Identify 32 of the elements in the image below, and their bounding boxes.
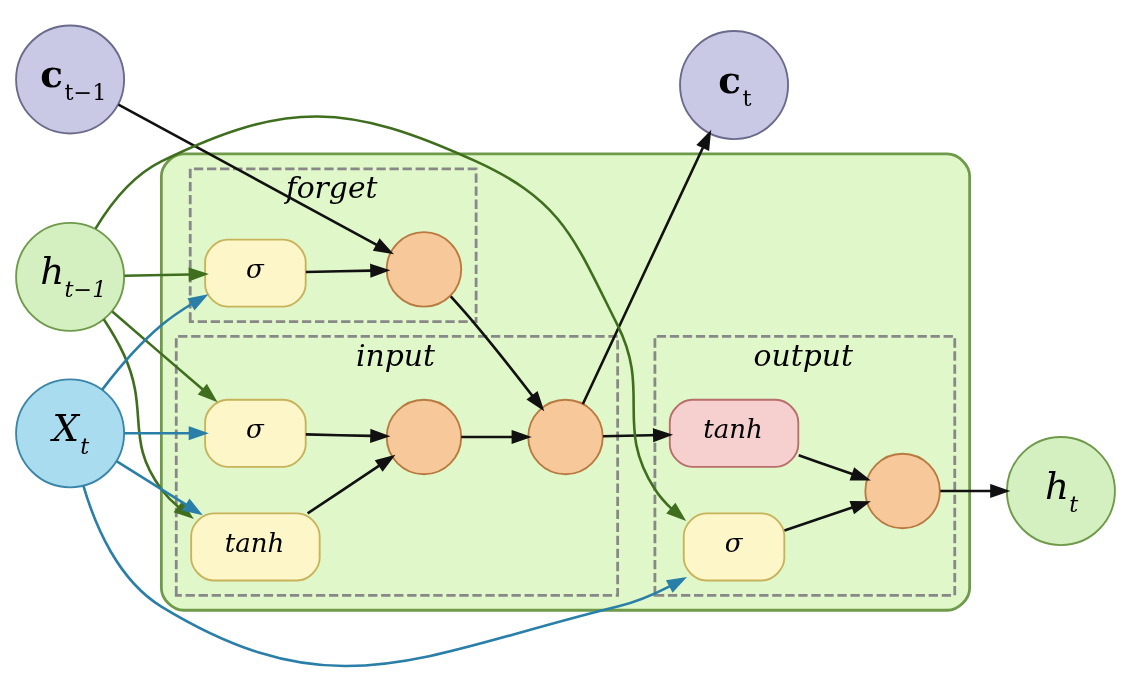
node-box: tanh bbox=[668, 398, 800, 468]
arrow bbox=[116, 459, 203, 515]
arrow bbox=[82, 485, 687, 667]
node-circle: h$_{t−1}$ bbox=[15, 221, 126, 332]
arrow bbox=[784, 500, 871, 532]
node-circle bbox=[864, 452, 941, 529]
arrow bbox=[305, 263, 391, 278]
arrow bbox=[101, 293, 209, 390]
node-circle bbox=[527, 398, 604, 475]
arrow bbox=[124, 425, 209, 440]
arrow bbox=[449, 295, 545, 411]
node-box: σ bbox=[682, 511, 786, 581]
arrow bbox=[798, 453, 871, 481]
arrow bbox=[124, 266, 209, 282]
node-circle: X$_{t}$ bbox=[15, 377, 126, 488]
arrow bbox=[603, 427, 674, 442]
arrow bbox=[111, 310, 218, 402]
cluster bbox=[159, 152, 972, 612]
node-circle bbox=[385, 398, 463, 475]
node-box: tanh bbox=[190, 511, 321, 581]
node-circle: c$_{t−1}$ bbox=[15, 24, 126, 134]
node-circle bbox=[385, 230, 463, 308]
node-box: σ bbox=[204, 238, 307, 308]
arrow bbox=[117, 103, 394, 254]
arrow bbox=[305, 428, 391, 443]
node-box: σ bbox=[204, 398, 307, 468]
arrow bbox=[940, 483, 1011, 498]
arrow bbox=[461, 429, 532, 444]
node-circle: h$_{t}$ bbox=[1005, 435, 1116, 546]
arrow bbox=[306, 454, 396, 514]
node-circle: c$_{t}$ bbox=[679, 29, 789, 140]
arrow bbox=[581, 129, 712, 404]
